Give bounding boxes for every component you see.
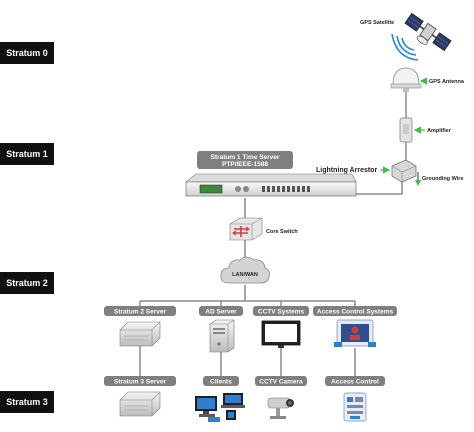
time-server-icon	[185, 173, 357, 197]
connection-lines	[139, 90, 407, 376]
cctv-camera-pill: CCTV Camera	[255, 376, 307, 386]
time-server-title: Stratum 1 Time Server	[211, 154, 280, 161]
grounding-wire-label: Grounding Wire	[422, 176, 464, 182]
gps-satellite-icon	[404, 12, 452, 52]
stratum-2-label: Stratum 2	[6, 278, 48, 288]
stratum-1-label: Stratum 1	[6, 149, 48, 159]
amplifier-label: Amplifier	[427, 128, 452, 134]
clients-computers-icon	[195, 393, 245, 422]
stratum-0-label: Stratum 0	[6, 48, 48, 58]
access-control-systems-pill: Access Control Systems	[313, 306, 397, 316]
clients-pill: Clients	[203, 376, 239, 386]
stratum-3-server-pill: Stratum 3 Server	[104, 376, 176, 386]
cctv-monitor-icon	[261, 320, 301, 348]
lightning-arrestor-label: Lightning Arrestor	[316, 167, 377, 174]
clients-label: Clients	[210, 379, 232, 386]
cctv-camera-label: CCTV Camera	[259, 379, 303, 386]
stratum-3-label: Stratum 3	[6, 397, 48, 407]
stratum-1-box: Stratum 1	[0, 143, 54, 165]
ad-server-pill: AD Server	[199, 306, 243, 316]
access-control-systems-icon	[334, 319, 376, 347]
access-control-label: Access Control	[331, 379, 379, 386]
ad-server-tower-icon	[209, 319, 235, 353]
stratum-2-server-label: Stratum 2 Server	[114, 309, 166, 316]
access-control-device-icon	[343, 392, 367, 422]
stratum-3-server-icon	[119, 391, 161, 417]
core-switch-icon	[229, 217, 263, 241]
gps-antenna-icon	[390, 67, 422, 92]
stratum-2-server-pill: Stratum 2 Server	[104, 306, 176, 316]
stratum-3-box: Stratum 3	[0, 391, 54, 413]
amplifier-icon	[399, 117, 413, 143]
stratum-2-server-icon	[119, 321, 161, 347]
access-control-pill: Access Control	[325, 376, 385, 386]
cctv-systems-label: CCTV Systems	[258, 309, 305, 316]
core-switch-label: Core Switch	[266, 229, 298, 235]
stratum-3-server-label: Stratum 3 Server	[114, 379, 166, 386]
time-server-title-pill: Stratum 1 Time Server PTP/IEEE-1588	[197, 151, 293, 169]
lightning-arrestor-icon	[391, 159, 417, 183]
signal-waves-icon	[391, 33, 419, 61]
lan-wan-label: LAN/WAN	[232, 272, 258, 278]
ad-server-label: AD Server	[205, 309, 237, 316]
cctv-systems-pill: CCTV Systems	[253, 306, 309, 316]
lan-wan-cloud-icon: LAN/WAN	[220, 256, 270, 284]
time-server-subtitle: PTP/IEEE-1588	[222, 161, 268, 168]
access-control-systems-label: Access Control Systems	[317, 309, 394, 316]
gps-antenna-label: GPS Antenna	[429, 79, 465, 85]
stratum-0-box: Stratum 0	[0, 42, 54, 64]
cctv-camera-icon	[267, 397, 294, 419]
stratum-2-box: Stratum 2	[0, 272, 54, 294]
gps-satellite-label: GPS Satellite	[360, 20, 394, 26]
